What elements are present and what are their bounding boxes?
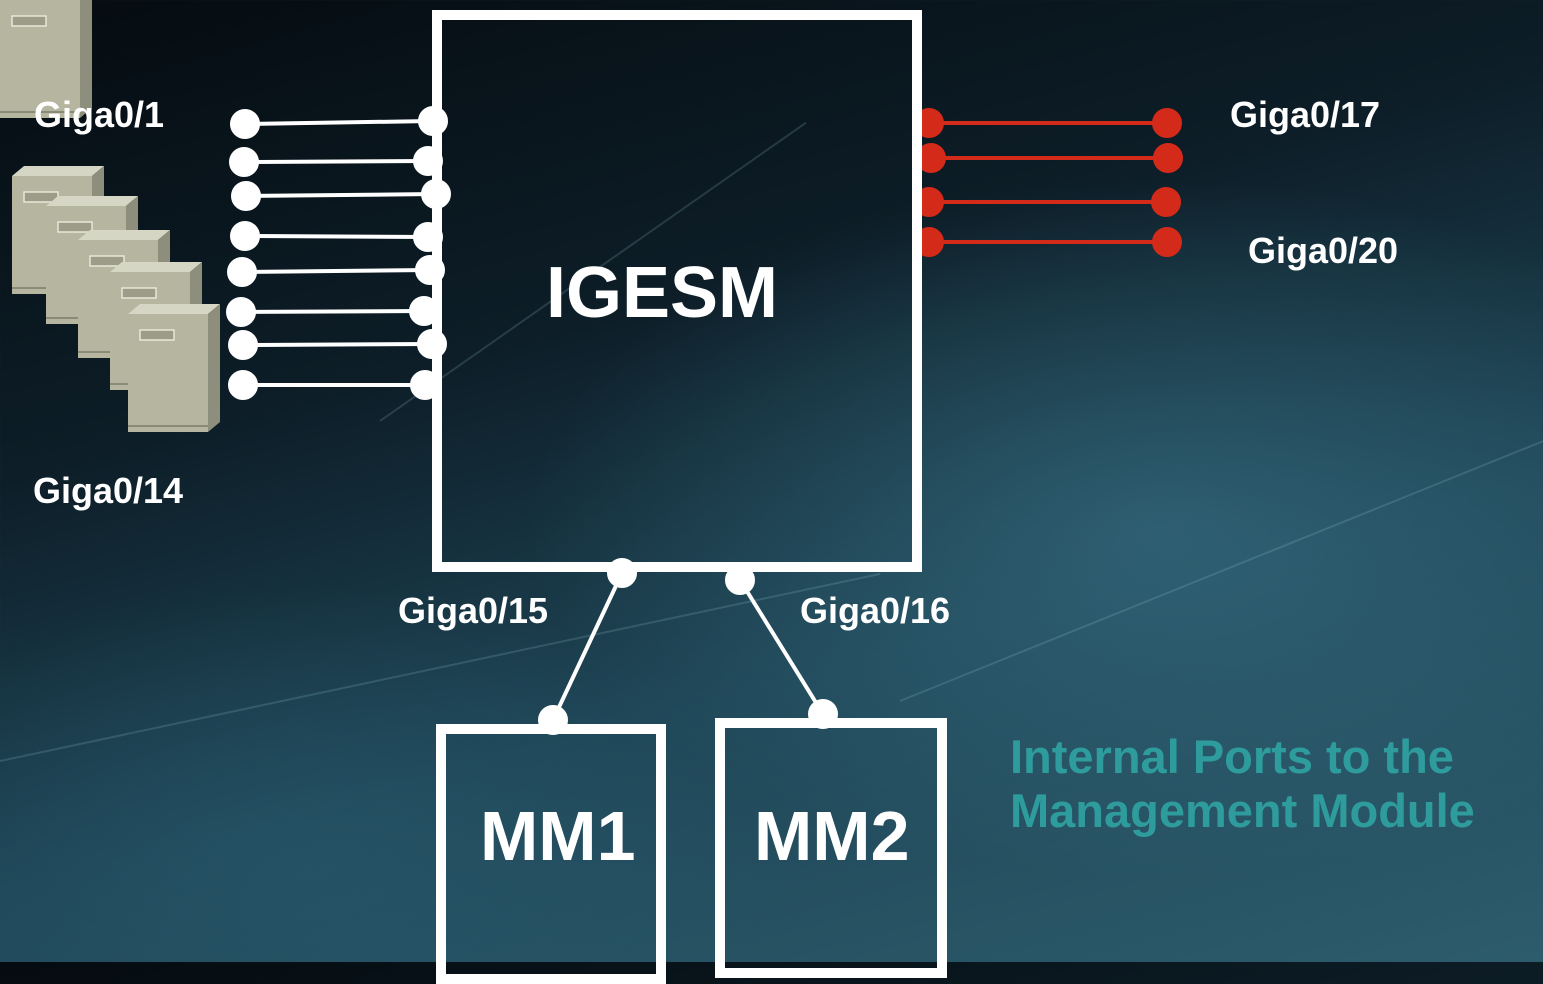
mm2-label: MM2 [754,797,910,875]
mm-links [538,558,838,735]
igesm-label: IGESM [546,253,779,333]
port-label-mm1: Giga0/15 [398,590,549,631]
igesm-switch-box [432,10,922,572]
port-label-external-first: Giga0/17 [1230,94,1381,135]
server-icon [0,0,221,433]
management-note-line2: Management Module [1010,784,1475,837]
management-note-line1: Internal Ports to the [1010,730,1454,783]
port-label-mm2: Giga0/16 [800,590,951,631]
management-note: Internal Ports to the Management Module [1010,730,1475,838]
port-label-internal-last: Giga0/14 [33,470,184,511]
port-label-internal-first: Giga0/1 [34,94,165,135]
external-links [914,108,1183,257]
internal-links [226,106,451,400]
mm1-label: MM1 [480,797,636,875]
diagram-canvas [0,0,1183,735]
port-label-external-last: Giga0/20 [1248,230,1399,271]
